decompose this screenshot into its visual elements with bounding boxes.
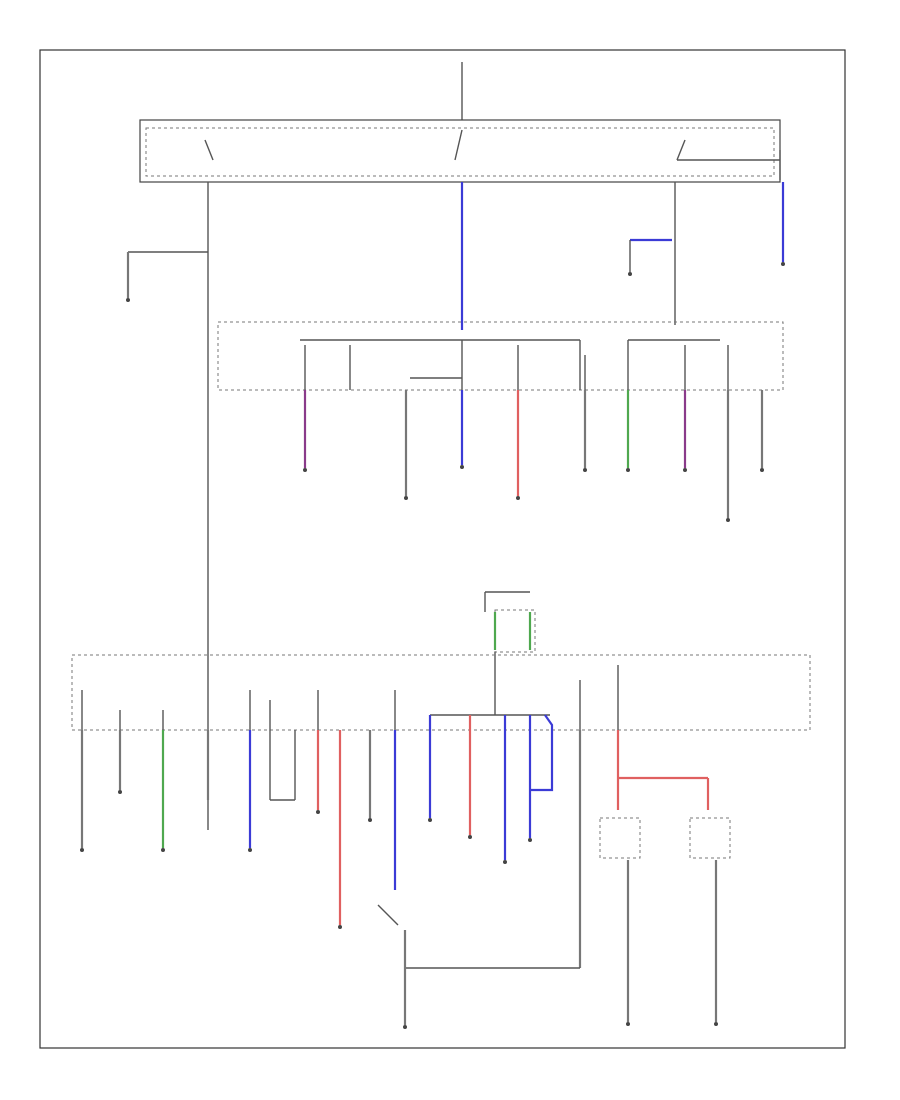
ignition-switch bbox=[139, 62, 781, 183]
upper-junction-block bbox=[217, 321, 784, 391]
left-rear-door-switch bbox=[689, 817, 731, 859]
middle-relay bbox=[484, 591, 536, 715]
door-switch bbox=[377, 904, 399, 926]
lower-junction-block bbox=[71, 654, 811, 731]
diagram-frame bbox=[39, 49, 846, 1049]
right-door-switch bbox=[599, 817, 641, 859]
